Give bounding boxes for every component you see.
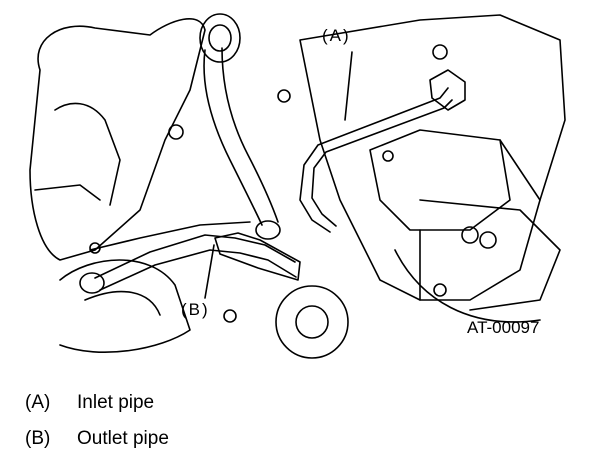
filler-tube [203, 49, 263, 226]
round-cover [275, 285, 349, 359]
filler-cap-inner [208, 24, 232, 52]
outlet-fitting [255, 220, 281, 240]
legend-item: (B) Outlet pipe [25, 428, 169, 450]
bolt [433, 283, 447, 297]
bolt [168, 124, 184, 140]
filler-tube [221, 47, 279, 223]
bracket [419, 199, 561, 311]
bracket [394, 249, 541, 323]
legend-label: Inlet pipe [77, 392, 155, 413]
legend-key: (A) [25, 392, 51, 413]
bolt [223, 309, 237, 323]
round-cover-inner [295, 305, 329, 339]
housing-outline [29, 18, 206, 261]
inlet-pipe [299, 87, 449, 233]
bolt [479, 231, 497, 249]
case-rib [499, 139, 541, 201]
legend-key: (B) [25, 428, 51, 449]
outlet-pipe-branch [89, 221, 251, 251]
bolt [89, 242, 101, 254]
housing-rib [34, 184, 101, 201]
callout-b-label: (B) [181, 300, 210, 319]
leader-b [204, 244, 215, 299]
legend-item: (A) Inlet pipe [25, 392, 154, 414]
filler-cap [199, 13, 241, 63]
callout-a-label: (A) [322, 26, 351, 45]
bolt [461, 226, 479, 244]
outlet-elbow [79, 272, 105, 294]
inlet-pipe [311, 99, 453, 227]
bolt [382, 150, 394, 162]
bolt [277, 89, 291, 103]
outlet-fitting-body [214, 232, 301, 281]
outlet-pipe [99, 249, 297, 291]
flange-arc [59, 259, 191, 354]
bolt [432, 44, 448, 60]
housing-rib [54, 102, 121, 206]
legend-label: Outlet pipe [77, 428, 169, 449]
case-body [299, 14, 566, 301]
leader-a [344, 51, 353, 121]
flange-arc [84, 290, 161, 316]
transmission-diagram [29, 13, 566, 359]
figure-code: AT-00097 [467, 318, 540, 337]
inlet-fitting [429, 69, 466, 111]
case-rib [369, 129, 511, 231]
